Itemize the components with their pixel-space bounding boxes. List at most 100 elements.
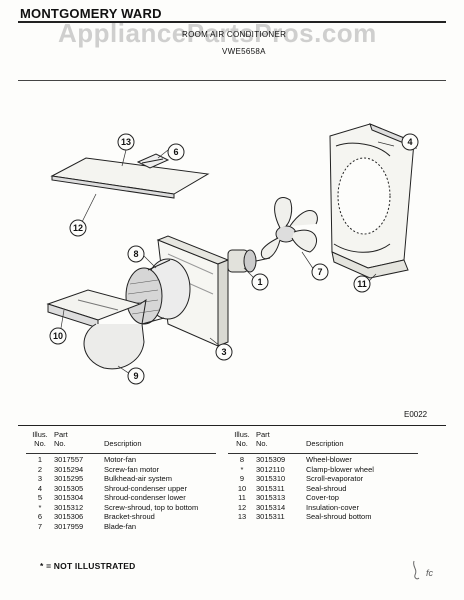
pen-mark-icon <box>413 560 420 580</box>
brand-title: MONTGOMERY WARD <box>20 6 162 21</box>
callout-1: 1 <box>251 273 269 291</box>
part-fan-motor <box>227 249 271 273</box>
illus-number: 7 <box>37 521 43 531</box>
divider <box>18 80 446 81</box>
part-number: 3015311 <box>256 483 285 493</box>
part-description: Motor-fan <box>104 455 137 464</box>
table-rule <box>18 425 446 426</box>
part-description: Screw-fan motor <box>104 464 160 474</box>
part-number: 3017557 <box>54 455 84 464</box>
table-row: 11 3015313 Cover-top <box>228 493 374 503</box>
part-description: Seal-shroud <box>306 483 347 493</box>
table-row: 10 3015311 Seal-shroud <box>228 484 374 494</box>
part-number: 3015304 <box>54 493 84 502</box>
table-row: 1 3017557 Motor-fan <box>26 455 198 465</box>
part-description: Cover-top <box>306 493 339 502</box>
callout-3: 3 <box>215 343 233 361</box>
callout-6: 6 <box>167 143 185 161</box>
footnote: * = NOT ILLUSTRATED <box>40 561 136 571</box>
illus-number: 1 <box>37 455 43 464</box>
table-row: 2 3015294 Screw-fan motor <box>26 465 198 475</box>
part-description: Screw-shroud, top to bottom <box>104 502 199 512</box>
part-description: Shroud-condenser lower <box>104 493 186 502</box>
svg-text:12: 12 <box>73 223 83 233</box>
part-insulation-cover <box>50 157 210 199</box>
part-description: Bulkhead-air system <box>104 474 172 483</box>
part-description: Shroud-condenser upper <box>104 483 187 493</box>
svg-text:8: 8 <box>133 249 138 259</box>
table-row: 9 3015310 Scroll-evaporator <box>228 474 374 484</box>
handwritten-mark: fc <box>426 568 434 578</box>
svg-text:6: 6 <box>173 147 178 157</box>
part-fan-blade <box>260 197 318 259</box>
svg-text:7: 7 <box>317 267 322 277</box>
table-row: * 3015312 Screw-shroud, top to bottom <box>26 502 199 513</box>
header-rule <box>18 21 446 23</box>
callout-9: 9 <box>127 367 145 385</box>
part-number: 3015310 <box>256 474 286 483</box>
table-row: 8 3015309 Wheel-blower <box>228 455 374 465</box>
illus-number: 3 <box>37 474 43 483</box>
svg-text:10: 10 <box>53 331 63 341</box>
table-row: 5 3015304 Shroud-condenser lower <box>26 493 198 503</box>
callout-8: 8 <box>127 245 145 263</box>
exploded-parts-diagram: 13 6 12 4 8 1 7 11 10 3 9 <box>46 123 419 385</box>
part-number: 3015311 <box>256 512 285 521</box>
illus-number: * <box>38 502 42 512</box>
illus-number: 5 <box>37 493 43 502</box>
illus-number: 2 <box>37 464 43 474</box>
table-header-rule-right <box>228 453 418 454</box>
callout-13: 11 <box>353 275 371 293</box>
part-condenser-shroud <box>329 123 417 279</box>
col-description: Description <box>306 439 344 448</box>
part-bracket-shroud <box>136 153 170 169</box>
svg-text:3: 3 <box>221 347 226 357</box>
part-number: 3015313 <box>256 493 286 502</box>
part-number: 3012110 <box>256 464 285 474</box>
part-number: 3015305 <box>54 483 84 493</box>
part-number: 3015295 <box>54 474 84 483</box>
part-description: Wheel-blower <box>306 455 352 464</box>
illus-number: 10 <box>237 483 247 493</box>
svg-text:4: 4 <box>407 137 412 147</box>
illus-number: 13 <box>237 512 247 521</box>
callout-7: 7 <box>311 263 329 281</box>
illus-number: 11 <box>238 493 246 502</box>
part-blower-wheel <box>125 258 191 325</box>
part-description: Clamp-blower wheel <box>306 464 374 474</box>
part-description: Bracket-shroud <box>104 512 155 521</box>
col-description: Description <box>104 439 142 448</box>
document-subtitle: ROOM AIR CONDITIONER <box>182 30 287 39</box>
illus-number: 9 <box>239 474 245 483</box>
model-number: VWE5658A <box>222 47 266 56</box>
illus-number: * <box>240 464 244 474</box>
table-header-rule-left <box>26 453 216 454</box>
part-number: 3015294 <box>54 464 84 474</box>
table-row: 3 3015295 Bulkhead-air system <box>26 474 198 484</box>
callout-12: 12 <box>69 219 87 237</box>
table-row: * 3012110 Clamp-blower wheel <box>228 465 374 475</box>
illus-number: 4 <box>37 483 43 493</box>
watermark: AppliancePartsPros.com <box>58 18 377 48</box>
illus-number: 8 <box>239 455 245 464</box>
col-illus: Illus.No. <box>32 430 48 448</box>
callout-11: 13 <box>117 133 135 151</box>
table-row: 4 3015305 Shroud-condenser upper <box>26 484 198 494</box>
part-description: Scroll-evaporator <box>306 474 364 483</box>
part-description: Blade-fan <box>104 521 137 531</box>
svg-text:13: 13 <box>121 137 131 147</box>
part-number: 3015314 <box>256 502 286 512</box>
part-number: 3015312 <box>54 502 84 512</box>
illus-number: 12 <box>237 502 247 512</box>
part-evaporator-scroll <box>83 298 147 370</box>
part-number: 3015309 <box>256 455 286 464</box>
callout-10: 10 <box>49 327 67 345</box>
diagram-code: E0022 <box>404 410 428 419</box>
